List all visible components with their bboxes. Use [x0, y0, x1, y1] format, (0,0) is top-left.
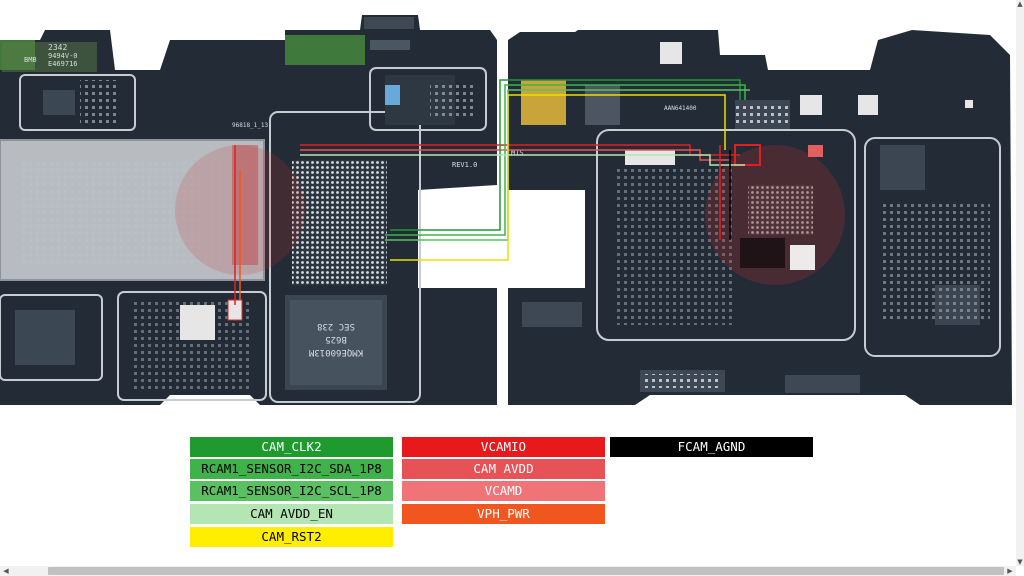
scroll-left-icon[interactable]: ◀ [3, 567, 9, 575]
scroll-up-icon[interactable]: ▲ [1017, 0, 1023, 8]
conn-label: AAN641400 [664, 105, 697, 112]
legend-item-rcam1-scl: RCAM1_SENSOR_I2C_SCL_1P8 [190, 481, 393, 501]
scroll-down-icon[interactable]: ▼ [1017, 558, 1023, 566]
right-board-half: MIS AAN641400 [508, 30, 1012, 405]
pcb-board-image: KMQE60013M B625 SEC 238 2342 9494V-0 E46… [0, 15, 1012, 405]
legend-item-cam-clk2: CAM_CLK2 [190, 437, 393, 457]
chip-label-2: B625 [325, 334, 347, 344]
horizontal-scrollbar[interactable]: ◀ ▶ [0, 566, 1016, 576]
legend-item-cam-avdd-en: CAM AVDD_EN [190, 504, 393, 524]
legend-item-vcamio: VCAMIO [402, 437, 605, 457]
sticker-line-2: 9494V-0 [48, 52, 78, 60]
signal-traces [234, 79, 750, 305]
vertical-scrollbar[interactable]: ▲ ▼ [1016, 0, 1024, 566]
horizontal-scroll-thumb[interactable] [48, 567, 1004, 575]
ref-label: 96818_1_13 [232, 122, 269, 129]
chip-label-3: SEC 238 [317, 321, 355, 331]
sticker-code: BMB [24, 56, 37, 64]
legend-item-fcam-agnd: FCAM_AGND [610, 437, 813, 457]
legend-item-cam-avdd: CAM AVDD [402, 459, 605, 479]
mis-label: MIS [511, 149, 524, 157]
legend-item-rcam1-sda: RCAM1_SENSOR_I2C_SDA_1P8 [190, 459, 393, 479]
scroll-right-icon[interactable]: ▶ [1007, 567, 1013, 575]
chip-label-1: KMQE60013M [308, 347, 363, 357]
left-board-half: KMQE60013M B625 SEC 238 2342 9494V-0 E46… [0, 15, 497, 405]
sticker-line-3: E469716 [48, 60, 78, 68]
rev-label: REV1.0 [452, 161, 477, 169]
sticker-line-1: 2342 [48, 43, 67, 52]
legend-item-vcamd: VCAMD [402, 481, 605, 501]
legend-item-cam-rst2: CAM_RST2 [190, 527, 393, 547]
legend-item-vph-pwr: VPH_PWR [402, 504, 605, 524]
